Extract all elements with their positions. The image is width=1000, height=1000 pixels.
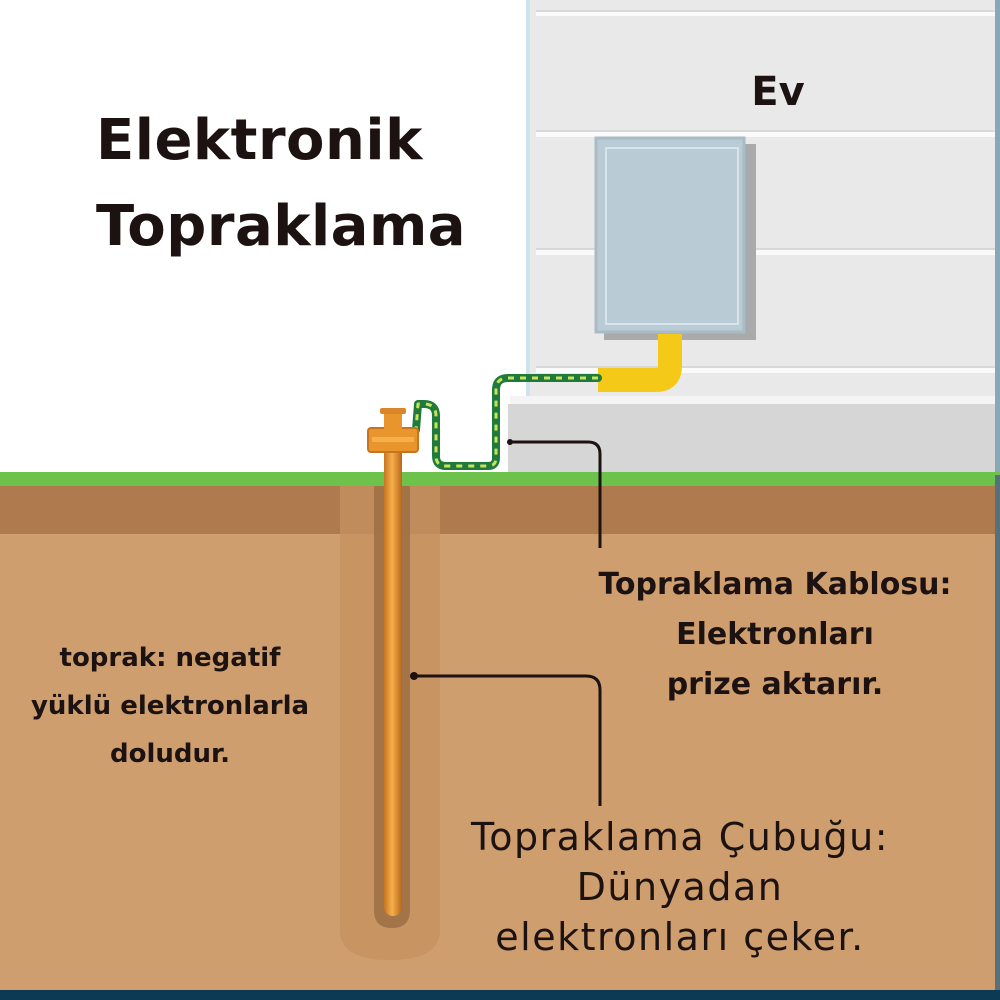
topsoil-layer [0, 486, 1000, 534]
siding-line [536, 130, 1000, 132]
rod-top [384, 410, 402, 432]
yellow-conduit [598, 334, 682, 392]
title-line-2: Topraklama [96, 194, 467, 259]
cable-label-line-1: Topraklama Kablosu: [598, 567, 952, 602]
ground-wire-stripes [414, 376, 598, 468]
grounding-rod [367, 408, 419, 916]
siding-line [536, 248, 1000, 250]
siding-line [536, 10, 1000, 12]
rod-label-line-2: Dünyadan [576, 865, 784, 909]
rod-label-line-3: elektronları çeker. [495, 915, 865, 959]
soil-label: toprak: negatif yüklü elektronlarla dolu… [0, 634, 340, 778]
house-label: Ev [751, 69, 805, 115]
grounding-rod-label: Topraklama Çubuğu: Dünyadan elektronları… [440, 812, 920, 962]
cable-label-line-3: prize aktarır. [666, 667, 884, 702]
soil-label-line-3: doludur. [109, 739, 230, 769]
panel-box [594, 136, 746, 334]
title-line-1: Elektronik [96, 108, 423, 173]
rod-leader-dot [410, 672, 418, 680]
siding-line [536, 250, 1000, 255]
grounding-cable-label: Topraklama Kablosu: Elektronları prize a… [580, 560, 970, 710]
rod-leader-line [414, 674, 602, 806]
soil-label-line-1: toprak: negatif [59, 643, 281, 673]
house-right-edge [995, 0, 1000, 475]
siding-line [536, 366, 1000, 368]
rod-shaft [384, 440, 402, 916]
rod-cap [380, 408, 406, 414]
soil-label-line-2: yüklü elektronlarla [30, 691, 310, 721]
diagram-title: Elektronik Topraklama [96, 98, 466, 270]
siding-line [536, 132, 1000, 137]
cable-label-line-2: Elektronları [676, 617, 874, 652]
house-wall-edge [526, 0, 530, 400]
subsoil-layer [0, 534, 1000, 990]
siding-trim [510, 396, 1000, 404]
siding-line [536, 12, 1000, 16]
rod-clamp-bar [372, 437, 414, 442]
panel-door [605, 147, 739, 325]
soil-right-edge [995, 475, 1000, 990]
house-foundation [508, 404, 1000, 474]
rod-label-line-1: Topraklama Çubuğu: [470, 815, 890, 859]
electrical-panel [594, 136, 756, 340]
cable-leader-line [510, 440, 602, 548]
grass-strip [0, 472, 1000, 486]
cable-leader-dot [507, 439, 513, 445]
siding-line [536, 368, 1000, 373]
bottom-bar [0, 990, 1000, 1000]
